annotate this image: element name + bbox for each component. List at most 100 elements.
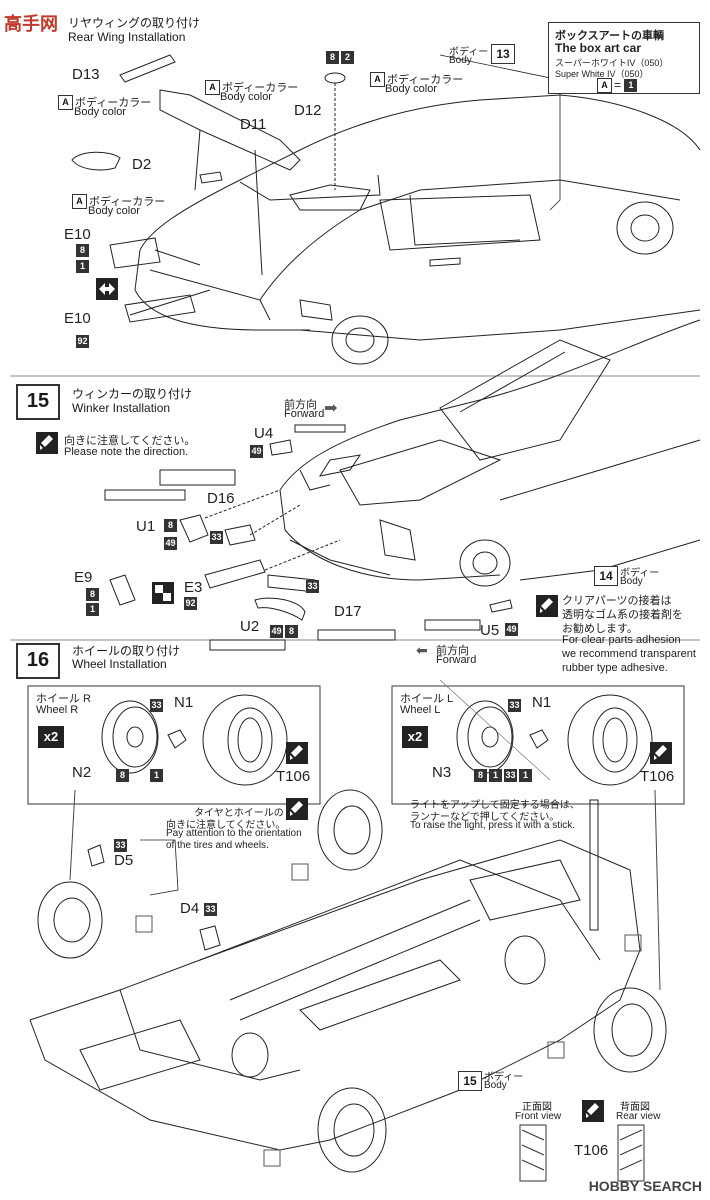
site-logo: 高手网 <box>4 14 58 34</box>
tire-note-jp1: タイヤとホイールの <box>194 808 284 819</box>
wheel-r-drawing <box>101 694 288 786</box>
paint-e10-a-1: 1 <box>76 259 91 274</box>
part-d2: D2 <box>132 156 152 173</box>
part-u2: U2 <box>240 618 260 635</box>
forward-arrow-bottom-icon: ⬅ <box>416 642 428 658</box>
wheel-r-1: 1 <box>150 768 165 783</box>
paint-e3-92: 92 <box>184 596 199 611</box>
code-33-wl: 33 <box>504 769 517 783</box>
code-1-e10: 1 <box>76 260 89 274</box>
part-e10-a: E10 <box>64 226 91 243</box>
d4-33: 33 <box>204 902 219 917</box>
step16-title-jp: ホイールの取り付け <box>72 644 181 658</box>
paint-e10-b-92: 92 <box>76 334 91 349</box>
code-1-wr: 1 <box>150 769 163 783</box>
clear-note-jp2: 透明なゴム系の接着剤を <box>562 609 683 621</box>
wheel-r-n1: N1 <box>174 694 194 711</box>
tire-note-en2: of the tires and wheels. <box>166 840 269 851</box>
step16-body-jp: ボディー <box>484 1072 524 1083</box>
note-paint-icon <box>36 432 58 454</box>
clear-parts-paint-icon <box>536 595 558 617</box>
part-d17: D17 <box>334 603 362 620</box>
code-8-u1: 8 <box>164 519 177 533</box>
code-49-u4: 49 <box>250 445 263 459</box>
wheel-l-jp: ホイール L <box>400 693 454 705</box>
wheel-l-n3: N3 <box>432 764 452 781</box>
swap-arrow-icon <box>96 278 118 300</box>
part-d11: D11 <box>240 116 267 133</box>
code-2: 2 <box>341 51 354 65</box>
code-1-wl-b: 1 <box>519 769 532 783</box>
color-a-2: A <box>205 80 220 96</box>
boxart-code: A= 1 <box>597 78 639 94</box>
wheel-l-drawing <box>456 694 653 786</box>
code-33-d5: 33 <box>114 839 127 853</box>
color-code-1: 1 <box>624 79 638 93</box>
part-e9: E9 <box>74 569 93 586</box>
paint-d16-33: 33 <box>210 530 225 545</box>
step14-title-en: Rear Wing Installation <box>68 30 186 44</box>
step16-body-ref: 15 <box>458 1071 482 1091</box>
code-49-u5: 49 <box>505 623 518 637</box>
step16-title-en: Wheel Installation <box>72 657 167 671</box>
part-d12: D12 <box>294 102 322 119</box>
step15-number: 15 <box>16 384 60 420</box>
forward-arrow-icon: ➡ <box>324 400 338 417</box>
clear-note-en1: For clear parts adhesion <box>562 634 681 646</box>
wheel-l-t106: T106 <box>640 768 675 785</box>
clear-note-en3: rubber type adhesive. <box>562 662 668 674</box>
paint-u1-49: 49 <box>164 536 179 551</box>
part-d13: D13 <box>72 66 100 83</box>
caution-markers <box>135 863 642 1167</box>
step14-body-jp: ボディー <box>449 47 489 58</box>
code-33-d17: 33 <box>306 580 319 594</box>
paint-e9-1: 1 <box>86 602 101 617</box>
code-8: 8 <box>326 51 339 65</box>
note-direction-en: Please note the direction. <box>64 446 189 458</box>
code-92-e10: 92 <box>76 335 89 349</box>
wheel-r-x2: x2 <box>38 726 64 748</box>
boxart-card: ボックスアートの車輌 The box art car スーパーホワイトIV（05… <box>548 22 700 94</box>
code-49-u2: 49 <box>270 625 283 639</box>
wheel-r-en: Wheel R <box>36 704 79 716</box>
underside-car-drawing <box>29 679 667 1173</box>
code-33-wr: 33 <box>150 699 163 713</box>
part-e10-b: E10 <box>64 310 91 327</box>
paint-u5-49: 49 <box>505 622 520 637</box>
bodycolor-1-en: Body color <box>74 106 126 118</box>
light-note-en: To raise the light, press it with a stic… <box>410 820 576 831</box>
tire-note-paint-icon <box>286 798 308 820</box>
code-1-e9: 1 <box>86 603 99 617</box>
rear-view-en: Rear view <box>616 1111 661 1122</box>
code-8-wr: 8 <box>116 769 129 783</box>
wheel-l-x2: x2 <box>402 726 428 748</box>
watermark: HOBBY SEARCH <box>588 1178 702 1194</box>
note-direction-jp: 向きに注意してください。 <box>64 435 196 447</box>
part-u5: U5 <box>480 622 500 639</box>
paint-e10-a-8: 8 <box>76 243 91 258</box>
tire-view-t106: T106 <box>574 1142 609 1159</box>
rear-car-drawing <box>71 54 701 365</box>
step15-body-en: Body <box>620 576 643 587</box>
boxart-line1: スーパーホワイトIV（050） <box>555 58 669 68</box>
boxart-line2: Super White IV（050） <box>555 69 649 79</box>
step14-body-en: Body <box>449 55 472 66</box>
light-note-jp1: ライトをアップして固定する場合は、 <box>410 800 580 811</box>
boxart-title-jp: ボックスアートの車輌 <box>555 30 665 42</box>
paint-u4-49: 49 <box>250 444 265 459</box>
wheel-l-paint-icon <box>650 742 672 764</box>
part-u4: U4 <box>254 425 274 442</box>
bodycolor-2-en: Body color <box>220 91 272 103</box>
forward-en-top: Forward <box>284 408 325 420</box>
bodycolor-3-en: Body color <box>385 83 437 95</box>
swap-checker-icon <box>152 582 174 604</box>
code-49-u1: 49 <box>164 537 177 551</box>
bodycolor-3-jp: ボディーカラー <box>387 74 464 86</box>
code-1-wl-a: 1 <box>489 769 502 783</box>
paint-e9-8: 8 <box>86 587 101 602</box>
